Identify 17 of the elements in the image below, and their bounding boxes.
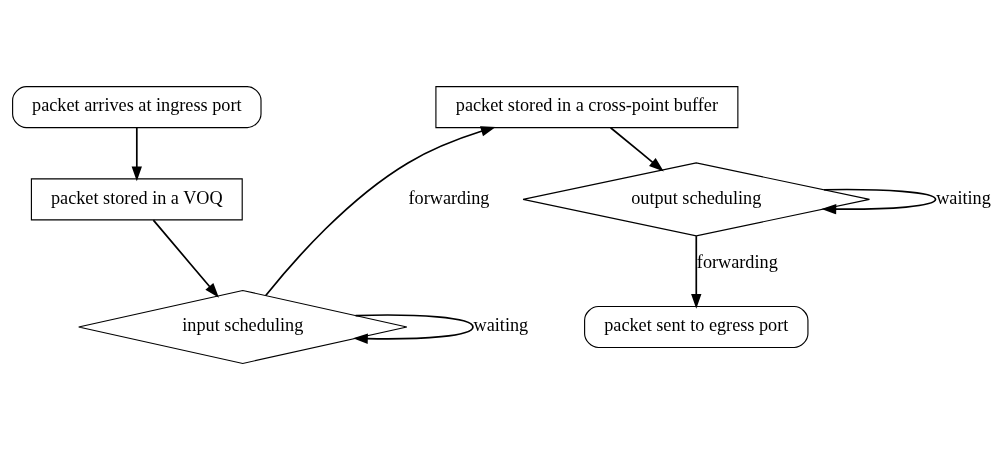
node-diamond: input scheduling bbox=[78, 289, 408, 365]
arrow bbox=[264, 126, 496, 297]
edge-label: waiting bbox=[936, 187, 991, 208]
node-box: packet stored in a VOQ bbox=[30, 178, 243, 221]
edge-label: waiting bbox=[473, 315, 529, 336]
arrow bbox=[609, 126, 664, 172]
edge-label: forwarding bbox=[408, 187, 490, 208]
node-box: packet arrives at ingress port bbox=[12, 86, 262, 129]
arrow bbox=[821, 188, 937, 215]
arrow bbox=[152, 219, 219, 298]
node-box: packet sent to egress port bbox=[584, 305, 809, 349]
node-box: packet stored in a cross-point buffer bbox=[435, 86, 739, 129]
arrow bbox=[691, 235, 702, 309]
arrow bbox=[353, 314, 474, 344]
node-diamond: output scheduling bbox=[522, 162, 871, 237]
arrow bbox=[131, 126, 142, 182]
edge-label: forwarding bbox=[696, 251, 778, 272]
